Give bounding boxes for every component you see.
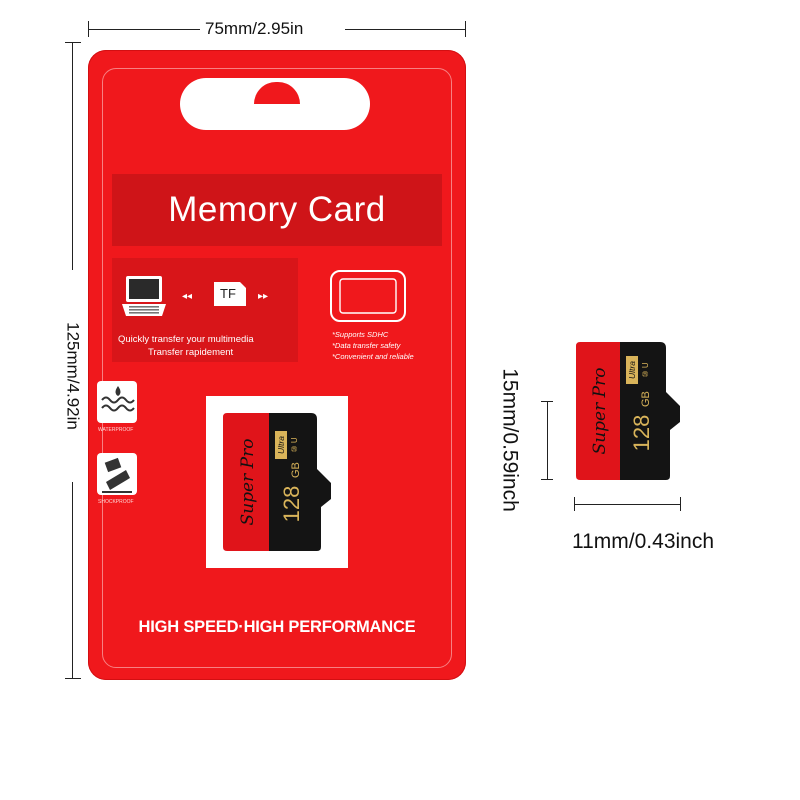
device-screen-icon	[330, 270, 406, 322]
card-width-dimension-label: 11mm/0.43inch	[572, 530, 715, 553]
packaged-card-unit: GB	[290, 462, 302, 478]
width-dimension-right-tick	[465, 21, 466, 37]
waterproof-label: WATERPROOF	[98, 427, 134, 433]
card-window: Super Pro 128 GB Ultra ⑩ U	[206, 396, 348, 568]
card-ultra-badge: Ultra	[627, 361, 637, 379]
shockproof-label: SHOCKPROOF	[98, 499, 134, 505]
width-dimension-line-right	[345, 29, 466, 30]
package-slogan: HIGH SPEED·HIGH PERFORMANCE	[138, 618, 416, 636]
height-dimension-line-top	[72, 42, 73, 270]
packaged-microsd-card: Super Pro 128 GB Ultra ⑩ U	[223, 413, 331, 551]
card-class-mark: ⑩ U	[641, 362, 650, 377]
packaged-card-ultra-badge: Ultra	[276, 436, 286, 454]
feature-3: *Convenient and reliable	[332, 352, 414, 361]
height-dimension-bottom-tick	[65, 678, 81, 679]
transfer-panel: ◂◂ TF ▸▸ Quickly transfer your multimedi…	[112, 258, 298, 362]
packaged-card-ultra-badge-bg	[275, 431, 287, 459]
hang-tab	[254, 82, 300, 104]
card-height-bottom-tick	[541, 479, 553, 480]
card-brand: Super Pro	[590, 368, 610, 455]
package-inner-frame	[102, 68, 452, 668]
card-height-dimension-label: 15mm/0.59inch	[498, 368, 522, 512]
transfer-line-2: Transfer rapidement	[148, 347, 234, 358]
microsd-card: Super Pro 128 GB Ultra ⑩ U	[576, 342, 680, 480]
tf-card-icon	[214, 282, 246, 306]
card-width-right-tick	[680, 497, 681, 511]
package-title: Memory Card	[168, 190, 386, 229]
card-width-line	[574, 504, 680, 505]
card-height-line	[547, 401, 548, 479]
width-dimension-line-left	[88, 29, 200, 30]
shockproof-icon	[97, 453, 137, 495]
width-dimension-label: 75mm/2.95in	[205, 19, 304, 38]
height-dimension-label: 125mm/4.92in	[63, 322, 83, 430]
packaged-card-brand: Super Pro	[238, 439, 258, 526]
height-dimension-line-bottom	[72, 482, 73, 678]
arrow-right-icon: ▸▸	[258, 291, 269, 302]
tf-label: TF	[220, 286, 236, 301]
laptop-icon	[122, 276, 166, 316]
packaged-card-class-mark: ⑩ U	[290, 437, 299, 452]
memory-card-package: Memory Card ◂◂ TF ▸▸ Quickly transfer yo…	[88, 50, 466, 680]
height-dimension-top-tick	[65, 42, 81, 43]
waterproof-icon	[97, 381, 137, 423]
card-unit: GB	[640, 391, 652, 407]
title-band: Memory Card	[112, 174, 442, 246]
card-ultra-badge-bg	[626, 356, 638, 384]
arrow-left-icon: ◂◂	[182, 291, 193, 302]
feature-2: *Data transfer safety	[332, 341, 401, 350]
card-capacity: 128	[629, 415, 654, 452]
packaged-card-capacity: 128	[279, 486, 304, 523]
feature-1: *Supports SDHC	[332, 330, 389, 339]
transfer-line-1: Quickly transfer your multimedia	[118, 334, 254, 345]
